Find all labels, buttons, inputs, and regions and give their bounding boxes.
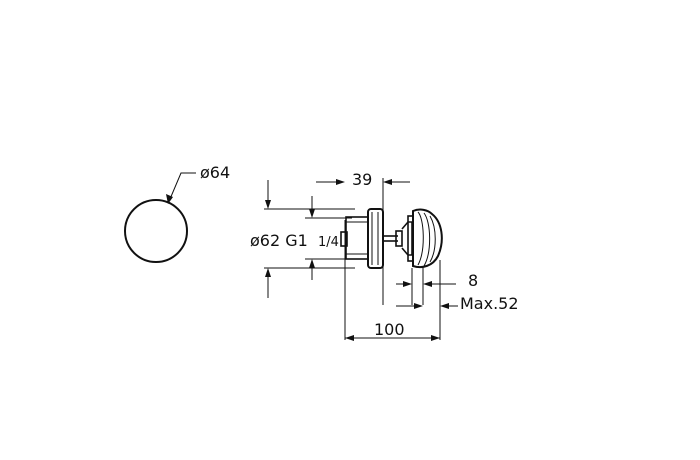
diameter-leader-arrow [166,194,173,204]
max-label: Max.52 [460,294,519,313]
thread-label: ø62 G1 [250,231,308,250]
diameter-leader [169,172,196,200]
length-label: 100 [374,320,405,339]
gap-label: 8 [468,271,478,290]
front-view-circle [124,199,188,263]
thread-fraction: 1/4 [318,235,339,250]
front-view: ø64 [124,163,230,263]
valve-body [340,208,443,269]
side-view: ø62 G1 1/4 39 100 8 Max.52 [250,170,519,341]
front-diameter-label: ø64 [200,163,230,182]
top-dimension-label: 39 [352,170,372,189]
